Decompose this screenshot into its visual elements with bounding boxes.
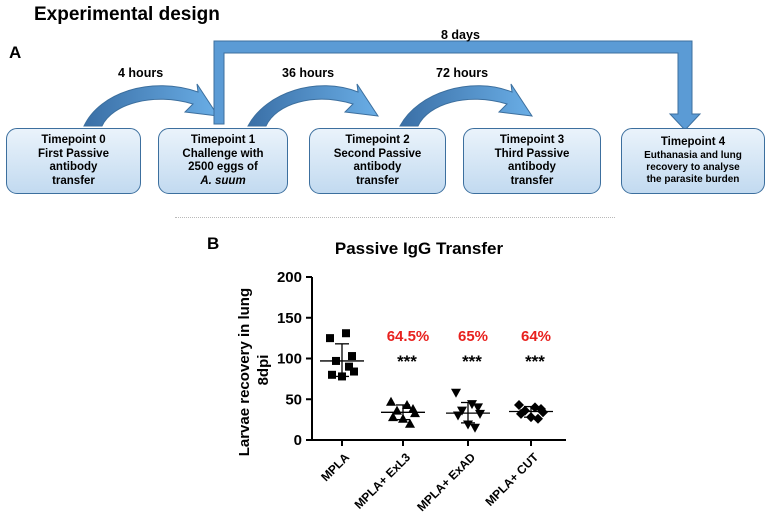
data-point	[538, 407, 548, 418]
data-point	[457, 406, 467, 416]
arc-arrow-36-hours	[247, 83, 380, 127]
data-point	[516, 408, 526, 419]
timepoint-3-title: Timepoint 3	[499, 134, 565, 146]
timepoint-0-line: antibody	[49, 161, 98, 173]
interval-label-8-days: 8 days	[441, 28, 480, 42]
timepoint-4-line: the parasite burden	[646, 173, 740, 185]
x-tick-label: MPLA+ ExAD	[414, 450, 478, 514]
data-point	[475, 409, 485, 419]
data-point	[470, 423, 480, 433]
timepoint-3-box: Timepoint 3 Third Passive antibody trans…	[463, 128, 601, 194]
data-point	[350, 367, 358, 376]
chart-title: Passive IgG Transfer	[335, 239, 504, 258]
data-point	[345, 362, 353, 371]
y-tick-label: 50	[285, 391, 302, 408]
data-point	[526, 412, 536, 423]
data-point	[514, 399, 524, 410]
timepoint-4-box: Timepoint 4 Euthanasia and lung recovery…	[621, 128, 765, 194]
data-point	[392, 405, 402, 415]
data-point	[467, 400, 477, 410]
data-point	[453, 411, 463, 421]
x-tick-label: MPLA	[318, 450, 352, 484]
y-axis-label: Larvae recovery in lung 8dpi	[236, 284, 272, 457]
panel-b-label: B	[207, 234, 220, 253]
data-point	[386, 396, 396, 406]
x-tick-label: MPLA+ ExL3	[352, 450, 414, 512]
percent-reduction-label: 64%	[521, 328, 551, 345]
data-point	[328, 370, 336, 379]
timepoint-2-box: Timepoint 2 Second Passive antibody tran…	[309, 128, 446, 194]
data-point	[398, 413, 408, 423]
timepoint-0-line: First Passive	[38, 147, 109, 160]
panel-a-label: A	[9, 43, 22, 62]
interval-label-72-hours: 72 hours	[436, 66, 489, 80]
timepoint-1-line: 2500 eggs of	[188, 161, 258, 173]
x-tick-label: MPLA+ CUT	[482, 450, 541, 509]
data-point	[348, 352, 356, 361]
data-point	[451, 388, 461, 398]
timepoint-0-line: transfer	[52, 174, 95, 187]
timepoint-0-title: Timepoint 0	[41, 134, 106, 146]
percent-reduction-label: 64.5%	[387, 328, 430, 345]
timepoint-2-line: antibody	[353, 161, 402, 173]
timepoint-3-line: transfer	[510, 174, 554, 187]
percent-reduction-label: 65%	[458, 328, 488, 345]
significance-label: ***	[397, 352, 417, 371]
data-point	[388, 412, 398, 422]
bracket-arrow-8-days	[213, 40, 702, 131]
timepoint-1-species: A. suum	[200, 174, 246, 187]
section-divider	[175, 217, 615, 218]
timepoint-3-line: antibody	[508, 161, 556, 173]
data-point	[533, 413, 543, 424]
timepoint-1-title: Timepoint 1	[190, 134, 256, 146]
data-point	[402, 399, 412, 409]
interval-label-4-hours: 4 hours	[118, 66, 164, 80]
figure-heading: Experimental design	[34, 4, 220, 25]
y-tick-label: 100	[277, 351, 302, 368]
timepoint-1-line: Challenge with	[182, 147, 264, 160]
timepoint-0-box: Timepoint 0 First Passive antibody trans…	[6, 128, 141, 194]
timepoint-3-line: Third Passive	[494, 147, 570, 160]
interval-label-36-hours: 36 hours	[282, 66, 335, 80]
data-point	[463, 420, 473, 430]
arc-arrow-72-hours	[399, 83, 534, 127]
y-tick-label: 150	[277, 310, 302, 327]
significance-label: ***	[525, 352, 545, 371]
data-point	[326, 334, 334, 343]
data-point	[473, 403, 483, 413]
y-tick-label: 0	[294, 432, 302, 449]
timepoint-2-title: Timepoint 2	[345, 134, 410, 146]
timepoint-1-box: Timepoint 1 Challenge with 2500 eggs of …	[158, 128, 288, 194]
data-point	[405, 418, 415, 428]
data-point	[410, 408, 420, 418]
significance-label: ***	[462, 352, 482, 371]
data-point	[332, 356, 340, 365]
data-point	[342, 329, 350, 338]
data-point	[338, 372, 346, 381]
y-tick-label: 200	[277, 269, 302, 286]
timepoint-2-line: Second Passive	[333, 147, 422, 160]
timepoint-4-title: Timepoint 4	[660, 136, 726, 149]
timepoint-4-line: recovery to analyse	[646, 161, 740, 173]
timepoint-4-line: Euthanasia and lung	[644, 149, 742, 161]
timepoint-2-line: transfer	[356, 174, 399, 187]
